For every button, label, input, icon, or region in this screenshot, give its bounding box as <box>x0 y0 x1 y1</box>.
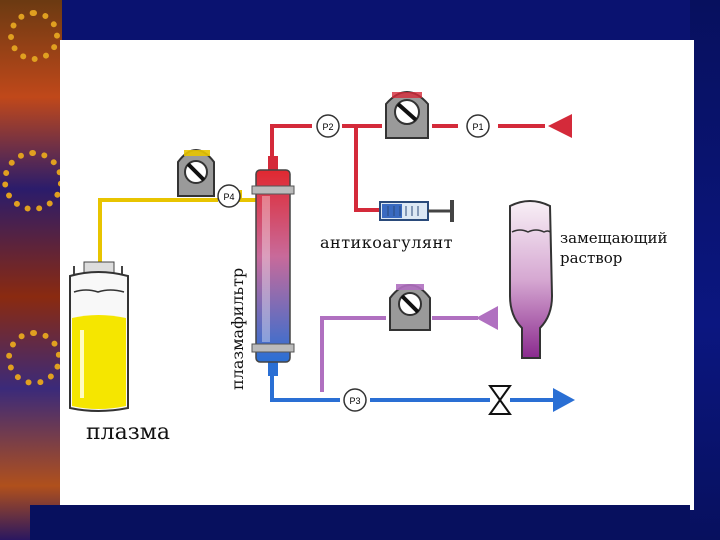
arterial-inlet-arrow-icon <box>548 114 572 138</box>
replacement-inlet-arrow-icon <box>476 306 498 330</box>
decorative-background-right <box>690 0 720 540</box>
label-replacement-line2: раствор <box>560 249 623 267</box>
pressure-gauge-p2: P2 <box>316 114 340 138</box>
venous-outlet-arrow-icon <box>553 388 575 412</box>
anticoagulant-syringe <box>379 200 454 222</box>
pressure-gauge-p4: P4 <box>217 184 241 208</box>
pressure-gauge-p1: P1 <box>466 114 490 138</box>
plasma-pump <box>177 149 215 197</box>
plasma-filter <box>251 156 295 376</box>
plasma-bag <box>69 261 129 412</box>
gauge-label-p2: P2 <box>322 122 333 132</box>
valve-icon <box>488 385 512 415</box>
label-anticoagulant: антикоагулянт <box>320 233 453 252</box>
decorative-background-left <box>0 0 64 540</box>
label-replacement-line1: замещающий <box>560 229 668 247</box>
blood-pump <box>385 91 429 139</box>
gear-icon <box>6 330 62 386</box>
gauge-label-p3: P3 <box>349 396 360 406</box>
diagram-panel <box>60 40 694 510</box>
label-plasmafilter: плазмафильтр <box>228 267 247 390</box>
bottom-dark-strip <box>30 505 690 540</box>
replacement-pump <box>389 284 431 331</box>
pressure-gauge-p3: P3 <box>343 388 367 412</box>
replacement-line <box>320 306 498 392</box>
replacement-bottle <box>509 200 554 359</box>
arterial-line <box>270 114 572 212</box>
label-plasma: плазма <box>86 420 170 445</box>
gear-icon <box>8 10 60 62</box>
gauge-label-p1: P1 <box>472 122 483 132</box>
label-replacement-solution: замещающий раствор <box>560 228 668 268</box>
venous-line <box>270 372 575 415</box>
gauge-label-p4: P4 <box>223 192 234 202</box>
